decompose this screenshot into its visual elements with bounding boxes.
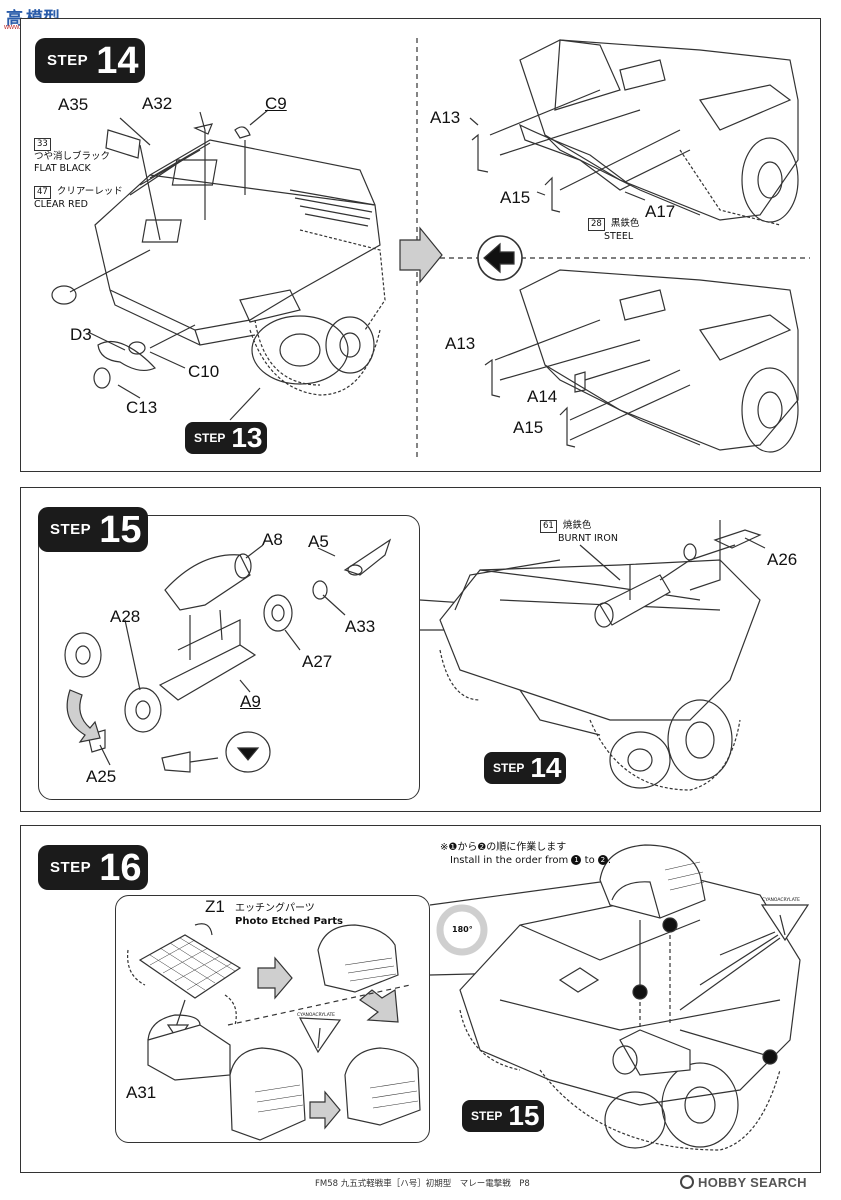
label-c9: C9 bbox=[265, 94, 287, 113]
label-a13-top: A13 bbox=[430, 108, 461, 127]
label-a27: A27 bbox=[302, 652, 333, 671]
install-order-jp: ※❶から❷の順に作業します bbox=[440, 842, 567, 853]
note-burnt-iron: 61 焼鉄色 BURNT IRON bbox=[540, 520, 618, 545]
cyanoacrylate-label-right: CYANOACRYLATE bbox=[762, 898, 801, 903]
label-c10: C10 bbox=[188, 362, 220, 381]
label-a9: A9 bbox=[240, 692, 261, 711]
step14-word: STEP bbox=[47, 52, 89, 69]
paint-jp-flat-black: つや消しブラック bbox=[34, 150, 111, 162]
paint-jp-clear-red: クリアーレッド bbox=[56, 186, 123, 197]
label-a13-bot: A13 bbox=[445, 334, 476, 353]
step16-badge: STEP 16 bbox=[38, 845, 148, 890]
step15-ref-word: STEP bbox=[471, 1109, 503, 1123]
mark-1-text: 1 bbox=[574, 855, 579, 864]
hobby-search-icon bbox=[680, 1175, 694, 1189]
step16-word: STEP bbox=[50, 859, 92, 876]
label-a32: A32 bbox=[142, 94, 173, 113]
step14-ref-number: 14 bbox=[530, 752, 562, 783]
label-a15-top: A15 bbox=[500, 188, 531, 207]
install-order-en-end: . bbox=[607, 854, 612, 866]
label-a17: A17 bbox=[645, 202, 676, 221]
step14-ref-word: STEP bbox=[493, 761, 525, 775]
paint-en-flat-black: FLAT BLACK bbox=[34, 162, 91, 174]
cyanoacrylate-label-left: CYANOACRYLATE bbox=[297, 1013, 336, 1018]
note-flat-black: 33 つや消しブラック FLAT BLACK bbox=[34, 138, 110, 174]
step15-ref-number: 15 bbox=[508, 1100, 540, 1131]
step15-ref-step14: STEP 14 bbox=[484, 752, 566, 784]
label-a5: A5 bbox=[308, 532, 329, 551]
install-order-en-mid: to bbox=[584, 854, 595, 866]
step15-badge: STEP 15 bbox=[38, 507, 148, 552]
label-a28: A28 bbox=[110, 607, 141, 626]
label-c13: C13 bbox=[126, 398, 158, 417]
step13-ref-word: STEP bbox=[194, 431, 226, 445]
label-a14: A14 bbox=[527, 387, 558, 406]
label-d3: D3 bbox=[70, 325, 92, 344]
step15-number: 15 bbox=[99, 508, 142, 551]
label-a26: A26 bbox=[767, 550, 798, 569]
paint-jp-burnt-iron: 焼鉄色 bbox=[562, 520, 592, 531]
photo-etched-en: Photo Etched Parts bbox=[235, 915, 344, 927]
mark-2-text: 2 bbox=[600, 855, 606, 864]
note-photo-etched: エッチングパーツ Photo Etched Parts bbox=[235, 903, 343, 928]
install-order-mark-2: 2 bbox=[597, 854, 608, 865]
step15-word: STEP bbox=[50, 521, 92, 538]
step14-badge: STEP 14 bbox=[35, 38, 145, 83]
footer-text: FM58 九五式軽戦車［ハ号］初期型 マレー電撃戦 P8 bbox=[315, 1179, 530, 1189]
label-180-degrees: 180° bbox=[452, 925, 473, 934]
step14-number: 14 bbox=[96, 39, 139, 82]
photo-etched-jp: エッチングパーツ bbox=[235, 903, 315, 914]
paint-jp-steel: 黒鉄色 bbox=[610, 218, 640, 229]
label-a8: A8 bbox=[262, 530, 283, 549]
hobby-search-text: HOBBY SEARCH bbox=[698, 1174, 807, 1190]
step14-ref-step13: STEP 13 bbox=[185, 422, 267, 454]
paint-en-clear-red: CLEAR RED bbox=[34, 198, 88, 210]
install-order-en-1: Install in the order from bbox=[450, 854, 569, 866]
step16-ref-step15: STEP 15 bbox=[462, 1100, 544, 1132]
watermark-site-prefix: 高 bbox=[6, 9, 23, 28]
step13-ref-number: 13 bbox=[231, 422, 263, 453]
label-a35: A35 bbox=[58, 95, 89, 114]
label-a31: A31 bbox=[126, 1083, 157, 1102]
step16-number: 16 bbox=[99, 846, 142, 889]
hobby-search-logo: HOBBY SEARCH bbox=[680, 1172, 807, 1192]
note-steel: 28 黒鉄色 STEEL bbox=[588, 218, 639, 243]
label-a15-bot: A15 bbox=[513, 418, 544, 437]
paint-en-burnt-iron: BURNT IRON bbox=[558, 532, 618, 544]
note-clear-red: 47 クリアーレッド CLEAR RED bbox=[34, 186, 123, 211]
paint-en-steel: STEEL bbox=[604, 230, 634, 242]
install-order-mark-1: 1 bbox=[571, 854, 582, 865]
note-install-order: ※❶から❷の順に作業します Install in the order from … bbox=[440, 842, 611, 867]
label-a33: A33 bbox=[345, 617, 376, 636]
label-z1: Z1 bbox=[205, 897, 225, 916]
label-a25: A25 bbox=[86, 767, 117, 786]
